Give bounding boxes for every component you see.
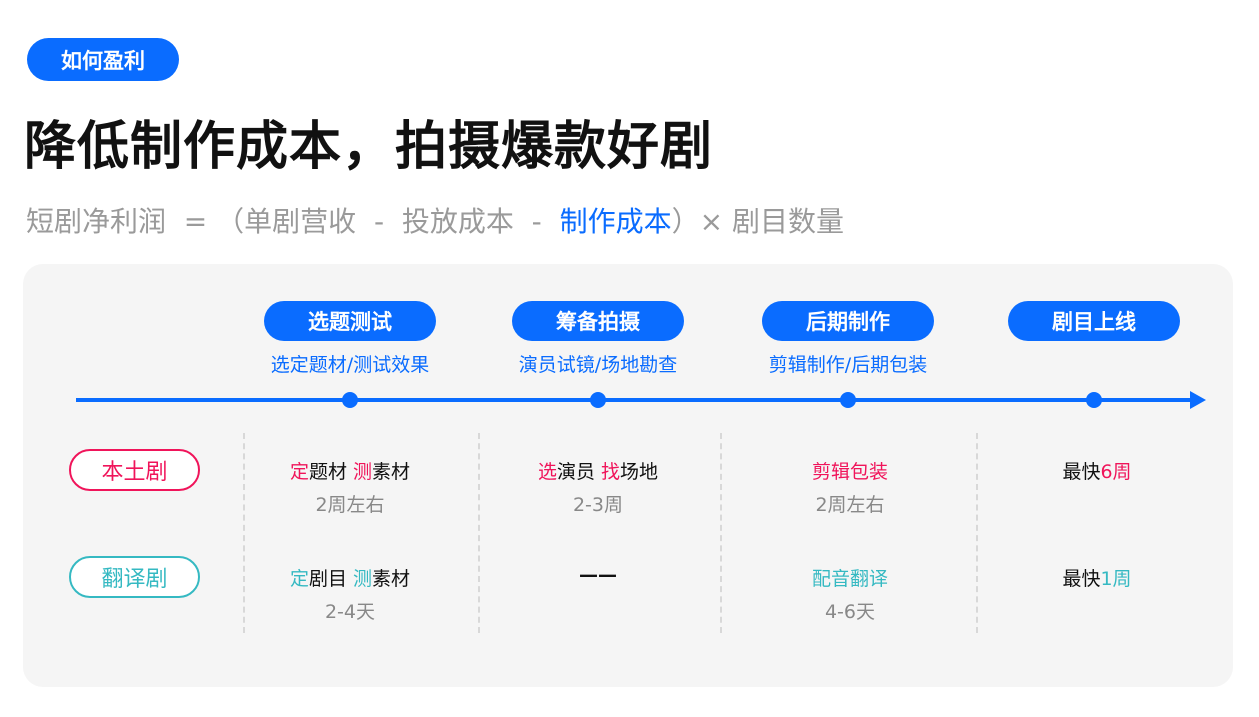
profit-formula: 短剧净利润 = （单剧营收 - 投放成本 - 制作成本）× 剧目数量 [26,200,844,240]
timeline-dot [590,392,606,408]
stage-pill: 筹备拍摄 [512,301,684,341]
arrow-right-icon [1190,391,1206,409]
table-cell: 定剧目 测素材 2-4天 [230,564,470,624]
text: 场地 [620,461,659,483]
stage-pill: 剧目上线 [1008,301,1180,341]
row-label: 本土剧 [69,449,200,491]
stage-subtitle: 剪辑制作/后期包装 [768,354,928,376]
text: 演员 [556,461,602,483]
formula-highlight: 制作成本 [559,205,672,238]
text: 最快 [1062,461,1101,483]
cell-main-text: 最快6周 [977,457,1217,484]
text: 题材 [308,461,354,483]
cell-main-text: 定剧目 测素材 [230,564,470,591]
timeline-line [76,398,1196,402]
page-title: 降低制作成本，拍摄爆款好剧 [24,117,714,177]
formula-part: 短剧净利润 = （单剧营收 - 投放成本 - [26,205,560,238]
timeline-dot [840,392,856,408]
section-tag: 如何盈利 [27,38,179,81]
column-divider [720,433,722,633]
table-cell: 定题材 测素材 2周左右 [230,457,470,517]
column-divider [478,433,480,633]
table-cell: 最快1周 [977,564,1217,591]
column-divider [976,433,978,633]
table-cell: 配音翻译 4-6天 [730,564,970,624]
column-divider [243,433,245,633]
timeline-dot [1086,392,1102,408]
cell-main-text: 选演员 找场地 [478,457,718,484]
cell-main-text: 剪辑包装 [730,457,970,484]
highlight-text: 测 [353,568,373,590]
highlight-text: 剪辑包装 [811,461,888,483]
text: 素材 [372,568,411,590]
row-label: 翻译剧 [69,556,200,598]
stage-pill: 后期制作 [762,301,934,341]
cell-duration: 2-4天 [324,601,376,623]
cell-main-text: 最快1周 [977,564,1217,591]
stage-subtitle: 选定题材/测试效果 [270,354,430,376]
formula-part: ）× 剧目数量 [671,205,844,238]
table-cell: 最快6周 [977,457,1217,484]
cell-main-text: 定题材 测素材 [230,457,470,484]
cell-duration: 2周左右 [315,494,385,516]
text: 剧目 [308,568,354,590]
table-cell: 选演员 找场地 2-3周 [478,457,718,517]
text: —— [579,564,617,586]
highlight-text: 选 [537,461,557,483]
stage-pill: 选题测试 [264,301,436,341]
cell-duration: 4-6天 [824,601,876,623]
timeline-dot [342,392,358,408]
highlight-text: 找 [601,461,621,483]
text: 素材 [372,461,411,483]
stage-subtitle: 演员试镜/场地勘查 [518,354,678,376]
cell-duration: 2-3周 [572,494,624,516]
cell-duration: 2周左右 [815,494,885,516]
table-cell: 剪辑包装 2周左右 [730,457,970,517]
cell-main-text: 配音翻译 [730,564,970,591]
highlight-text: 6周 [1100,461,1132,483]
highlight-text: 定 [289,461,309,483]
cell-main-text: —— [478,564,718,586]
highlight-text: 配音翻译 [811,568,888,590]
table-cell: —— [478,564,718,586]
text: 最快 [1062,568,1101,590]
highlight-text: 1周 [1100,568,1132,590]
highlight-text: 测 [353,461,373,483]
highlight-text: 定 [289,568,309,590]
